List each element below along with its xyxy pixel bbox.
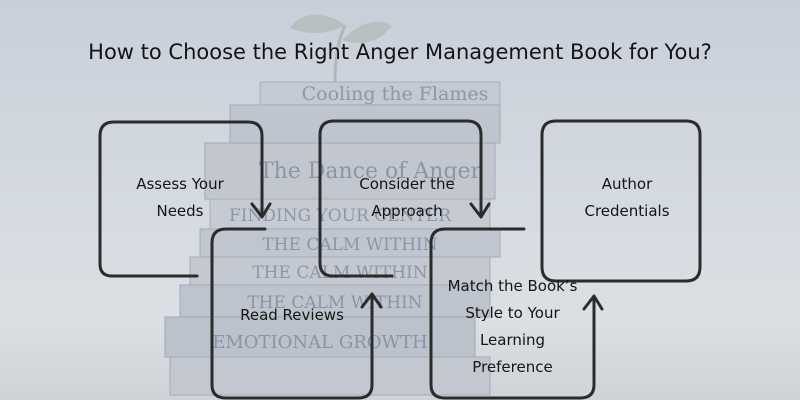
- step-match-style: Match the Book’s Style to Your Learning …: [431, 273, 594, 381]
- box-match-style: [429, 227, 596, 400]
- step-label-line: Preference: [472, 358, 553, 376]
- step-author-credentials: Author Credentials: [552, 171, 702, 225]
- step-assess-your-needs: Assess Your Needs: [100, 171, 260, 225]
- box-author-credentials: [540, 119, 702, 283]
- step-label-line: Credentials: [584, 202, 670, 220]
- books: [164, 81, 501, 396]
- step-label-line: Approach: [371, 202, 443, 220]
- box-consider-the-approach: [318, 119, 483, 278]
- plant-icon: [290, 14, 392, 83]
- book-spine-title: FINDING YOUR CENTER: [229, 206, 452, 226]
- diagram-title: How to Choose the Right Anger Management…: [88, 40, 712, 64]
- arrow-head-assess: [250, 202, 272, 219]
- step-read-reviews: Read Reviews: [212, 302, 372, 329]
- book-spine-title: The Dance of Anger: [259, 159, 482, 184]
- step-label-line: Match the Book’s: [447, 277, 578, 295]
- book-spine-title: THE CALM WITHIN: [252, 263, 427, 283]
- book-spine-title: THE CALM WITHIN: [262, 235, 437, 255]
- book-spine-title: EMOTIONAL GROWTH: [212, 332, 428, 353]
- book-spine-title: THE CALM WITHIN: [247, 293, 422, 313]
- step-label-line: Needs: [156, 202, 204, 220]
- step-label-line: Learning: [479, 331, 546, 349]
- arrow-head-consider: [469, 202, 491, 219]
- step-label-line: Style to Your: [465, 304, 560, 322]
- arrow-head-match-style: [582, 294, 604, 311]
- box-read-reviews: [210, 227, 374, 400]
- book-spine-title: Cooling the Flames: [302, 83, 489, 105]
- step-label-line: Assess Your: [136, 175, 224, 193]
- box-assess-your-needs: [98, 120, 264, 278]
- arrow-head-read-reviews: [360, 292, 383, 309]
- step-label-line: Author: [601, 175, 653, 193]
- step-label-line: Consider the: [359, 175, 455, 193]
- step-consider-the-approach: Consider the Approach: [322, 171, 492, 225]
- step-label-line: Read Reviews: [240, 306, 344, 324]
